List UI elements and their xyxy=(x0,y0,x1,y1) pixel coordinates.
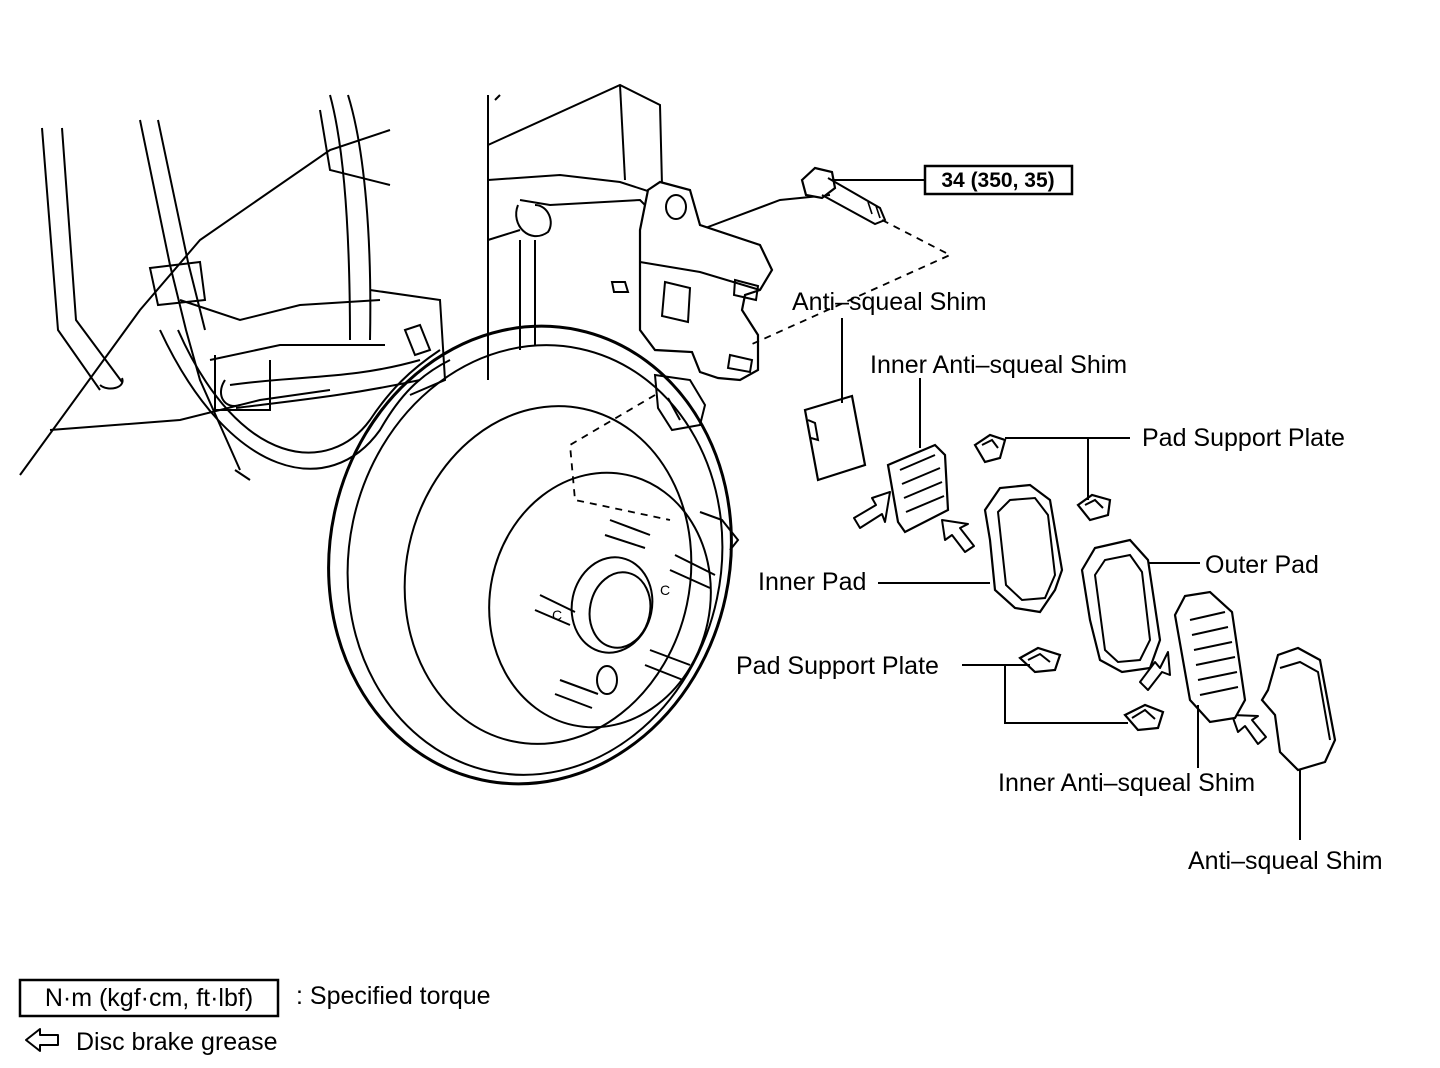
inner-anti-squeal-shim-inner-side xyxy=(886,378,950,534)
legend-grease-desc: Disc brake grease xyxy=(76,1028,277,1056)
disc-rotor: C C xyxy=(327,324,733,786)
caliper-bolt xyxy=(569,166,953,521)
pad-support-plates xyxy=(962,433,1165,732)
grease-arrow-icon xyxy=(853,491,891,529)
torque-spec-value: 34 (350, 35) xyxy=(941,169,1054,192)
label-outer-pad: Outer Pad xyxy=(1205,551,1319,579)
legend-torque-unit: N·m (kgf·cm, ft·lbf) xyxy=(45,984,253,1012)
svg-text:C: C xyxy=(660,582,670,598)
label-anti-squeal-shim-top: Anti–squeal Shim xyxy=(792,288,987,316)
label-pad-support-plate-top: Pad Support Plate xyxy=(1142,424,1345,452)
label-inner-anti-squeal-shim-top: Inner Anti–squeal Shim xyxy=(870,351,1127,379)
grease-arrow-icon xyxy=(1231,714,1267,745)
torque-unit-box xyxy=(18,978,280,1018)
part-labels: Anti–squeal Shim Inner Anti–squeal Shim … xyxy=(736,288,1383,875)
inner-pad xyxy=(878,483,1064,614)
label-inner-pad: Inner Pad xyxy=(758,568,866,596)
label-pad-support-plate-bottom: Pad Support Plate xyxy=(736,652,939,680)
label-inner-anti-squeal-shim-bottom: Inner Anti–squeal Shim xyxy=(998,769,1255,797)
anti-squeal-shim-inner-side xyxy=(803,318,867,482)
legend-torque-desc: : Specified torque xyxy=(296,982,491,1010)
grease-arrow-icon xyxy=(941,519,975,553)
torque-spec-callout: 34 (350, 35) xyxy=(923,164,1074,196)
grease-arrow-icon xyxy=(25,1028,59,1052)
inner-anti-squeal-shim-outer-side xyxy=(1173,590,1247,768)
vehicle-body-linework xyxy=(19,83,831,481)
svg-text:C: C xyxy=(552,607,562,623)
caliper-bracket xyxy=(610,180,774,551)
outer-pad xyxy=(1080,538,1200,674)
label-anti-squeal-shim-bottom: Anti–squeal Shim xyxy=(1188,847,1383,875)
grease-arrows xyxy=(853,491,1267,745)
grease-arrow-icon xyxy=(1139,651,1171,691)
legend: N·m (kgf·cm, ft·lbf) : Specified torque … xyxy=(18,978,491,1056)
anti-squeal-shim-outer-side xyxy=(1260,646,1337,840)
